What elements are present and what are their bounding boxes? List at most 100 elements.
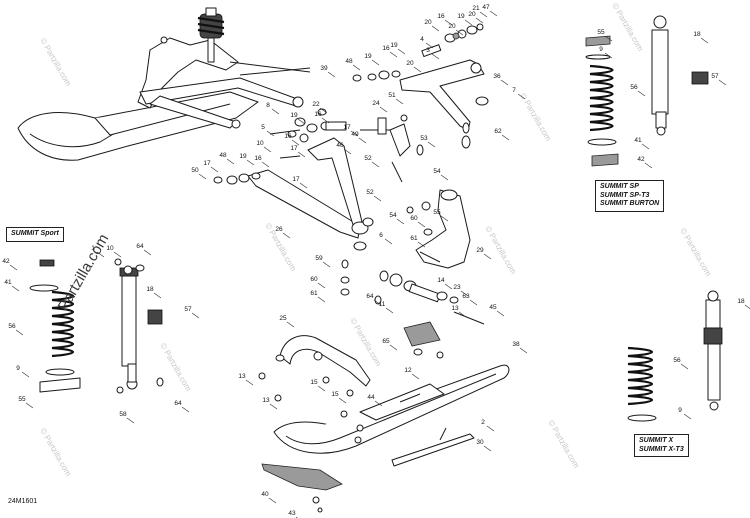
callout-42: 42: [637, 156, 653, 169]
callout-number: 64: [136, 243, 144, 250]
callout-number: 17: [290, 145, 298, 152]
callout-number: 62: [494, 128, 502, 135]
callout-number: 46: [336, 142, 344, 149]
callout-number: 41: [4, 279, 12, 286]
leader-line: [440, 215, 449, 222]
callout-40: 40: [261, 491, 277, 504]
leader-line: [286, 321, 295, 328]
callout-56: 56: [630, 84, 646, 97]
leader-line: [637, 90, 646, 97]
callout-number: 48: [345, 58, 353, 65]
model-name: SUMMIT SP: [600, 183, 639, 190]
callout-number: 1: [91, 245, 95, 252]
leader-line: [317, 296, 326, 303]
callout-61: 61: [310, 290, 326, 303]
leader-line: [417, 241, 426, 248]
leader-line: [427, 141, 436, 148]
callout-number: 19: [457, 13, 465, 20]
callout-number: 44: [367, 394, 375, 401]
callout-46: 46: [336, 142, 352, 155]
callout-number: 16: [254, 155, 262, 162]
callout-number: 56: [673, 357, 681, 364]
callout-number: 18: [693, 31, 701, 38]
leader-line: [282, 232, 291, 239]
leader-line: [371, 161, 380, 168]
leader-line: [444, 283, 453, 290]
spindle: [415, 189, 471, 269]
leader-line: [297, 151, 306, 158]
leader-line: [327, 71, 336, 78]
callout-number: 47: [482, 4, 490, 11]
leader-line: [226, 158, 235, 165]
callout-13: 13: [238, 373, 254, 386]
hardware-cluster-top: [340, 23, 484, 296]
callout-8: 8: [266, 102, 280, 115]
leader-line: [297, 118, 306, 125]
callout-number: 61: [410, 235, 418, 242]
leader-line: [460, 290, 469, 297]
callout-41: 41: [634, 137, 650, 150]
callout-20: 20: [448, 23, 464, 36]
leader-line: [198, 173, 207, 180]
callout-number: 16: [437, 13, 445, 20]
watermark-text: © Partzilla.com: [546, 419, 581, 470]
leader-line: [15, 329, 24, 336]
leader-line: [489, 10, 498, 17]
leader-line: [143, 249, 152, 256]
callout-20: 20: [406, 60, 422, 73]
leader-line: [469, 299, 478, 306]
callout-number: 18: [737, 298, 745, 305]
callout-62: 62: [494, 128, 510, 141]
callout-58: 58: [119, 411, 135, 424]
callout-63: 63: [462, 293, 478, 306]
leader-line: [263, 146, 272, 153]
leader-line: [683, 413, 692, 420]
leader-line: [417, 221, 426, 228]
callout-9: 9: [599, 46, 613, 59]
leader-line: [444, 19, 453, 26]
callout-number: 19: [290, 112, 298, 119]
assembled-front-suspension: [17, 7, 311, 161]
callout-number: 19: [390, 42, 398, 49]
callout-10: 10: [256, 140, 272, 153]
callout-12: 12: [404, 367, 420, 380]
callout-number: 52: [364, 155, 372, 162]
callout-18: 18: [693, 31, 709, 44]
callout-number: 49: [351, 131, 359, 138]
callout-19: 19: [290, 112, 306, 125]
callout-number: 9: [599, 46, 603, 53]
watermark-text: © Partzilla.com: [38, 37, 73, 88]
leader-line: [11, 285, 20, 292]
callout-23: 23: [453, 284, 469, 297]
leader-line: [191, 312, 200, 319]
leader-line: [641, 143, 650, 150]
leader-line: [291, 139, 300, 146]
leader-line: [343, 148, 352, 155]
callout-64: 64: [366, 293, 382, 306]
leader-line: [246, 159, 255, 166]
leader-line: [431, 53, 440, 60]
callout-65: 65: [382, 338, 398, 351]
leader-line: [604, 35, 613, 42]
callout-number: 9: [678, 407, 682, 414]
leader-line: [384, 238, 393, 245]
callout-44: 44: [367, 394, 383, 407]
callout-7: 7: [512, 87, 526, 100]
model-box-sport: SUMMIT Sport: [6, 227, 64, 242]
watermark-text: © Partzilla.com: [38, 427, 73, 478]
callout-16: 16: [382, 45, 398, 58]
callout-2: 2: [481, 419, 495, 432]
callout-56: 56: [673, 357, 689, 370]
leader-line: [744, 304, 750, 309]
callout-number: 56: [630, 84, 638, 91]
leader-line: [455, 29, 464, 36]
callout-56: 56: [8, 323, 24, 336]
leader-line: [358, 137, 367, 144]
callout-29: 29: [476, 247, 492, 260]
leader-line: [395, 98, 404, 105]
callout-number: 38: [512, 341, 520, 348]
model-name: SUMMIT X-T3: [639, 445, 684, 453]
callout-number: 57: [184, 306, 192, 313]
leader-line: [718, 79, 727, 86]
callout-number: 41: [634, 137, 642, 144]
